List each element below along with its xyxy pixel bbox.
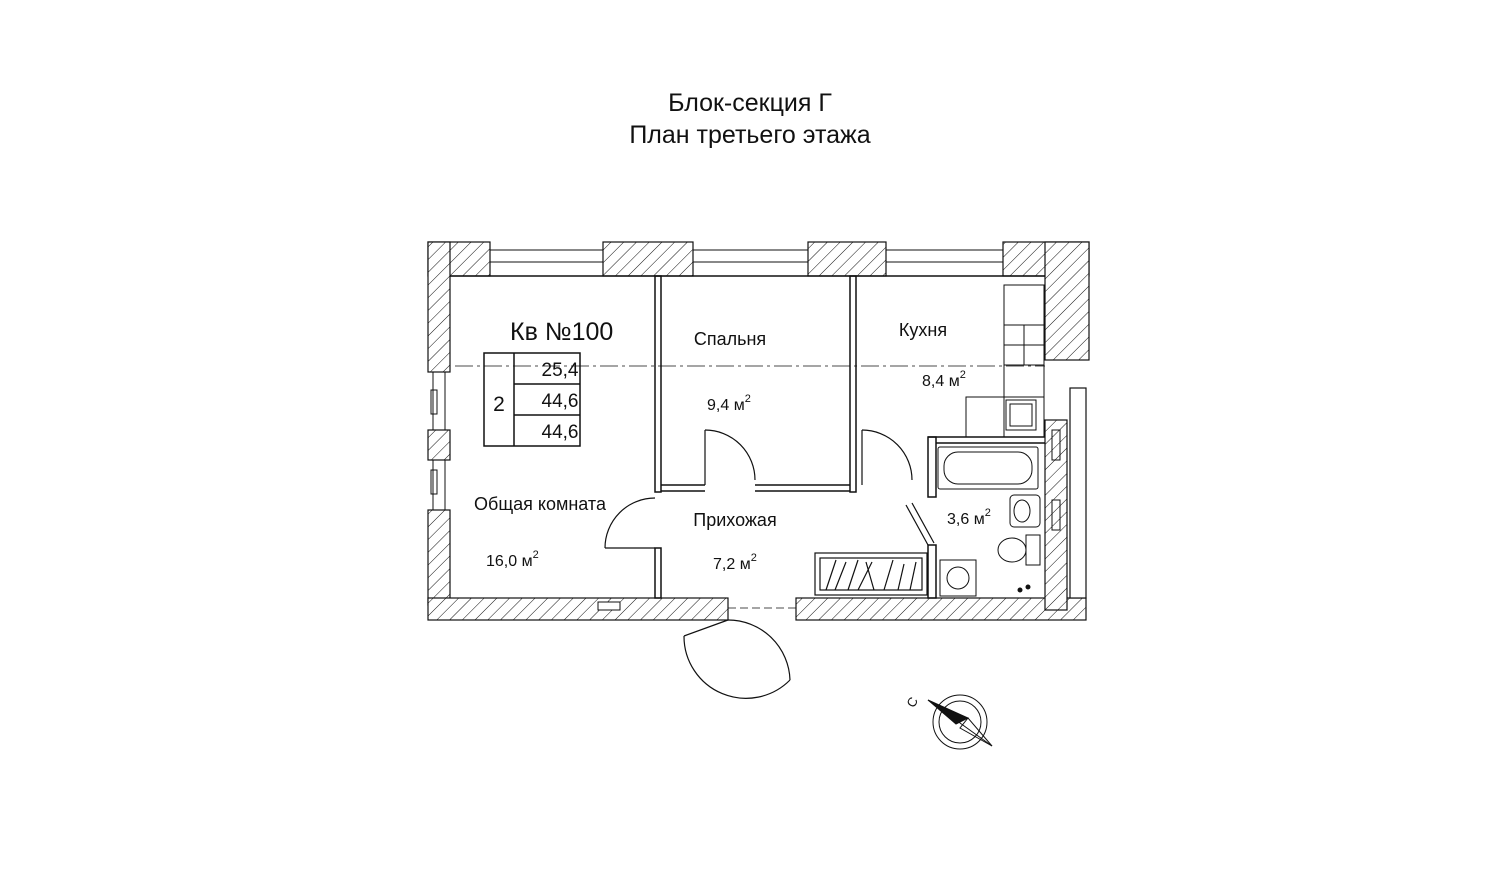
plan-title-line2: План третьего этажа xyxy=(629,121,871,149)
room-name-living: Общая комната xyxy=(474,494,607,514)
room-name-hallway: Прихожая xyxy=(693,510,776,530)
room-area-kitchen: 8,4 м2 xyxy=(922,369,966,390)
apartment-info-table xyxy=(483,352,581,447)
outer-walls xyxy=(427,241,1090,621)
room-name-kitchen: Кухня xyxy=(899,320,947,340)
vent-symbol xyxy=(597,601,621,611)
compass-icon xyxy=(927,694,993,750)
windows xyxy=(430,249,1061,531)
kitchen-fixtures xyxy=(965,284,1045,438)
rooms-count: 2 xyxy=(493,393,505,416)
apartment-number: Кв №100 xyxy=(510,318,613,346)
compass-north-label: С xyxy=(903,694,921,710)
room-area-living: 16,0 м2 xyxy=(486,549,539,570)
area-living: 25,4 xyxy=(542,360,579,381)
room-area-bathroom: 3,6 м2 xyxy=(947,507,991,528)
bathroom-fixtures xyxy=(937,446,1041,597)
area-total-2: 44,6 xyxy=(542,422,579,443)
doors xyxy=(604,429,935,699)
wardrobe xyxy=(814,552,928,596)
area-total: 44,6 xyxy=(542,391,579,412)
room-area-bedroom: 9,4 м2 xyxy=(707,393,751,414)
room-name-bedroom: Спальня xyxy=(694,329,766,349)
plan-title-line1: Блок-секция Г xyxy=(668,89,832,117)
room-area-hallway: 7,2 м2 xyxy=(713,552,757,573)
